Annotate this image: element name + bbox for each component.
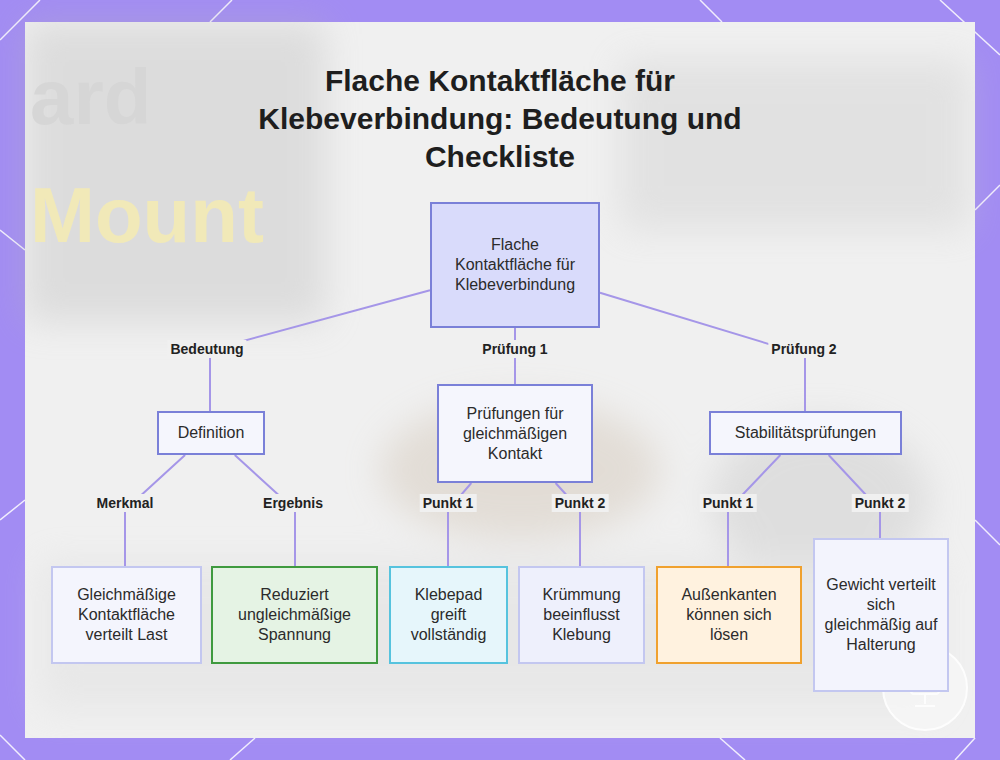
process-box: Reduziert ungleichmäßige Spannung <box>211 566 378 664</box>
box-text: Klebepad greift vollständig <box>399 585 498 645</box>
process-box: Definition <box>157 411 265 455</box>
box-text: Reduziert ungleichmäßige Spannung <box>221 585 368 645</box>
edge-label: Bedeutung <box>167 340 246 358</box>
box-text: Gewicht verteilt sich gleichmäßig auf Ha… <box>823 575 939 655</box>
box-text: Krümmung beeinflusst Klebung <box>528 585 635 645</box>
box-text: Definition <box>178 423 245 443</box>
process-box: Gewicht verteilt sich gleichmäßig auf Ha… <box>813 538 949 692</box>
edge-label: Punkt 1 <box>420 494 477 512</box>
blurred-photo <box>25 22 970 710</box>
process-box: Flache Kontaktfläche für Klebeverbindung <box>430 202 600 328</box>
diagram-title: Flache Kontaktfläche für Klebeverbindung… <box>250 62 750 176</box>
process-box: Stabilitätsprüfungen <box>709 411 902 455</box>
edge-label: Punkt 2 <box>852 494 909 512</box>
process-box: Klebepad greift vollständig <box>389 566 508 664</box>
watermark-text: ard <box>30 52 151 143</box>
box-text: Prüfungen für gleichmäßigen Kontakt <box>447 404 583 464</box>
box-text: Außenkanten können sich lösen <box>666 585 792 645</box>
watermark-text: Mount <box>30 170 264 261</box>
process-box: Gleichmäßige Kontaktfläche verteilt Last <box>51 566 202 664</box>
process-box: Krümmung beeinflusst Klebung <box>518 566 645 664</box>
box-text: Gleichmäßige Kontaktfläche verteilt Last <box>61 585 192 645</box>
panel <box>25 22 975 738</box>
edge-label: Ergebnis <box>260 494 326 512</box>
process-box: Prüfungen für gleichmäßigen Kontakt <box>437 384 593 483</box>
edge-label: Punkt 1 <box>700 494 757 512</box>
edge-label: Merkmal <box>94 494 157 512</box>
box-text: Flache Kontaktfläche für Klebeverbindung <box>452 235 578 295</box>
edge-label: Prüfung 2 <box>768 340 839 358</box>
edge-label: Punkt 2 <box>552 494 609 512</box>
box-text: Stabilitätsprüfungen <box>735 423 876 443</box>
edge-label: Prüfung 1 <box>479 340 550 358</box>
process-box: Außenkanten können sich lösen <box>656 566 802 664</box>
